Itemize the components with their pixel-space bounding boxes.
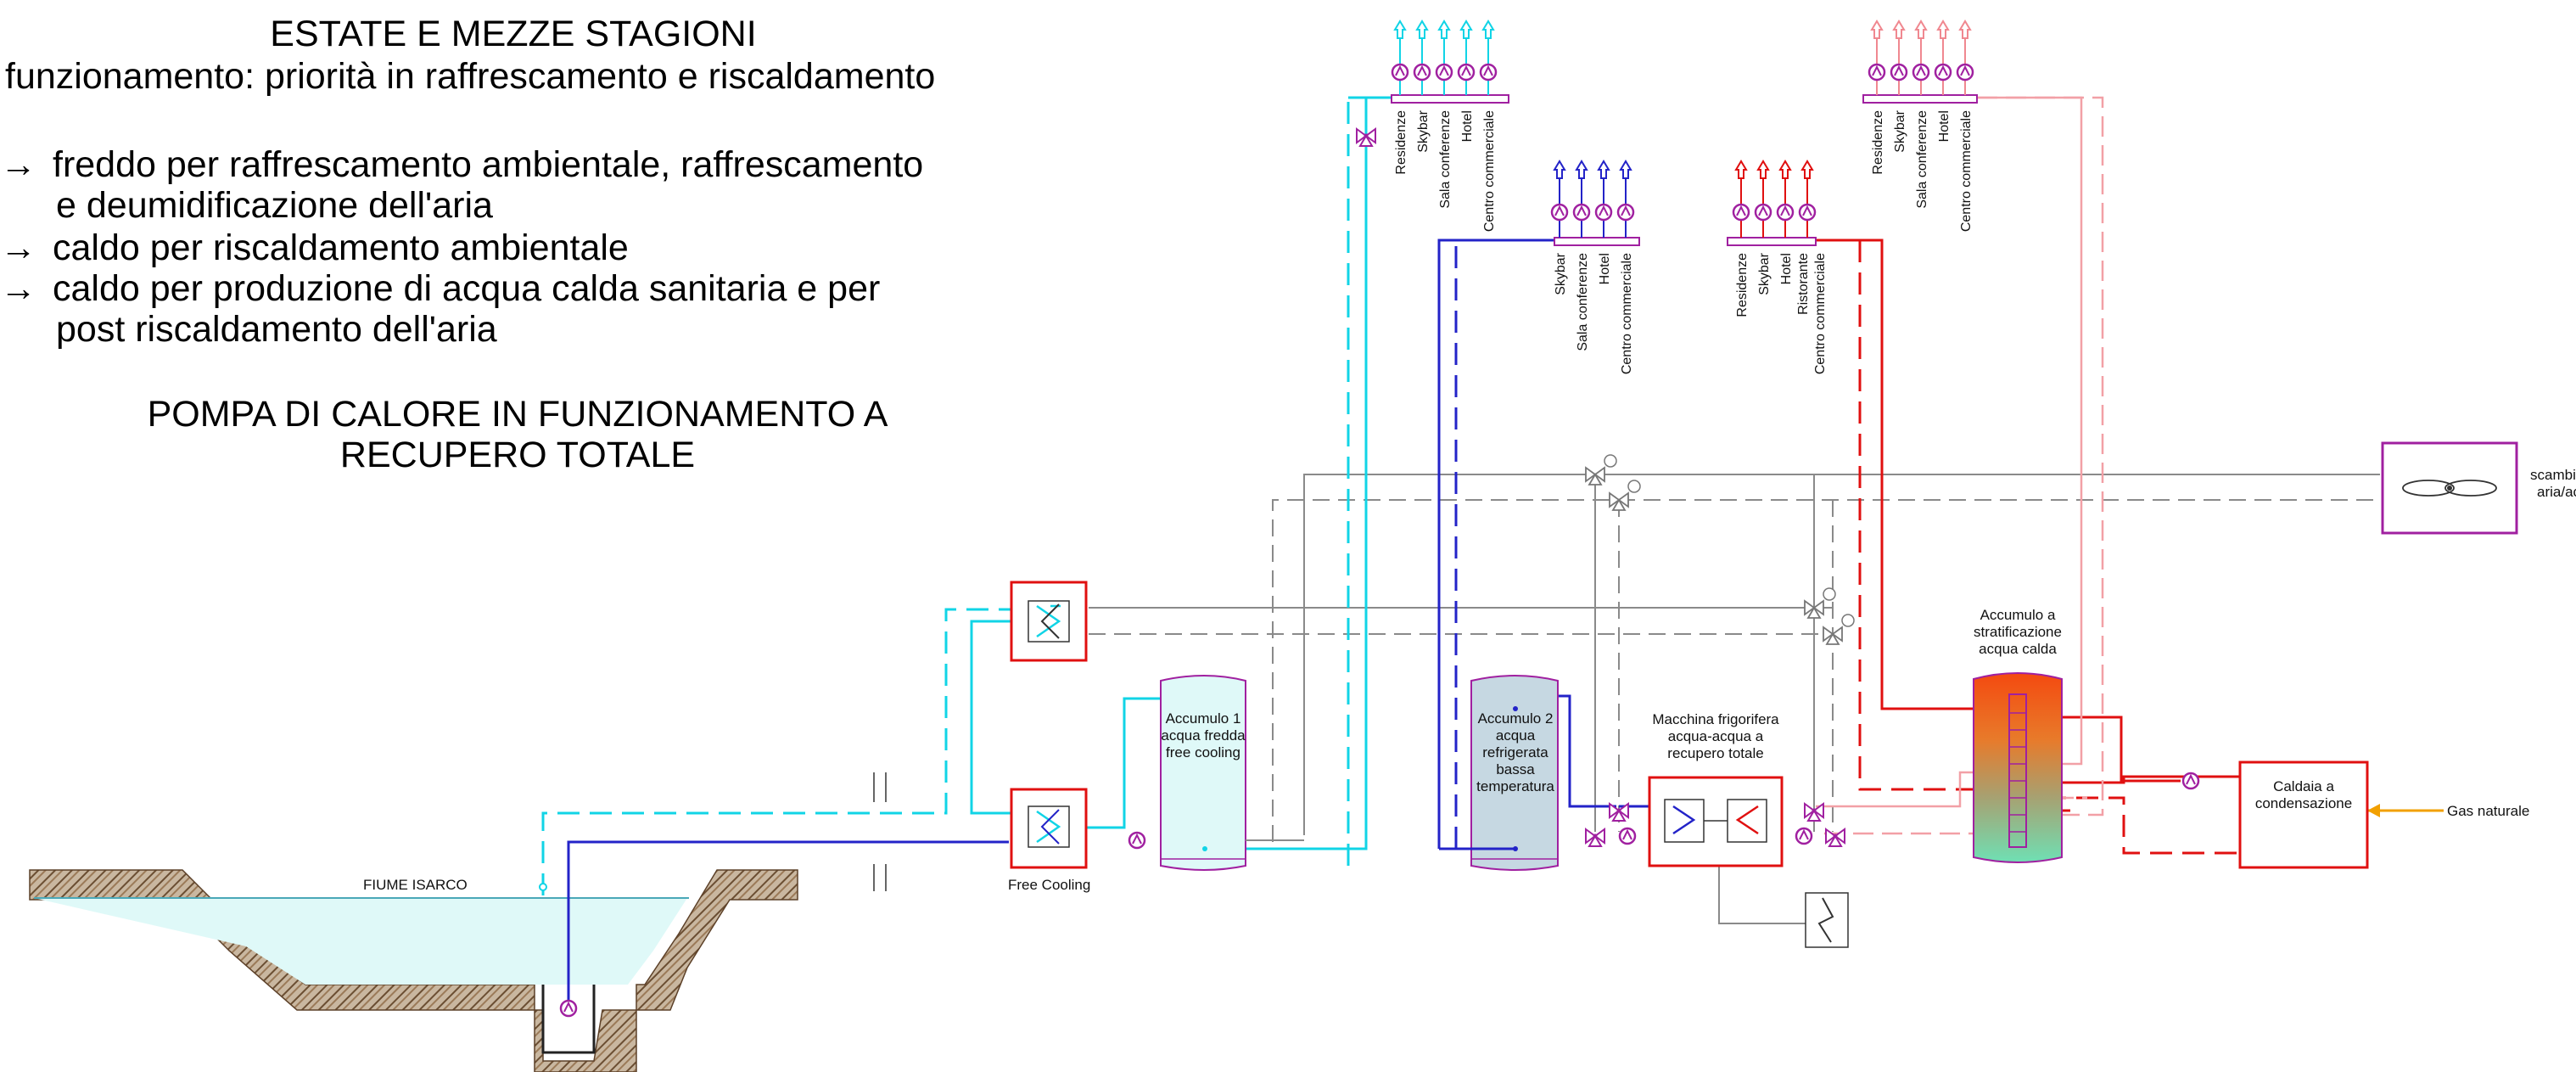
tank-2 (1470, 675, 1559, 871)
tank-2-label-2: acqua (1496, 727, 1536, 744)
tank-2-label-4: bassa (1496, 761, 1535, 777)
blue-dest-sala-conferenze: Sala conferenze (1576, 253, 1590, 351)
bullet-2-line1: caldo per riscaldamento ambientale (53, 227, 629, 268)
hot-tank-label-2: stratificazione (1974, 624, 2062, 640)
tank-1-label-2: acqua fredda (1161, 727, 1246, 744)
chiller-label-2: acqua-acqua a (1668, 728, 1764, 744)
river-intake (539, 883, 547, 891)
pink-dest-sala-conferenze: Sala conferenze (1915, 110, 1929, 209)
hot-tank-label-1: Accumulo a (1980, 607, 2056, 623)
free-cooling-label: Free Cooling (1008, 877, 1090, 893)
river-section (29, 869, 798, 1072)
grey-pipes (1089, 474, 2380, 924)
boiler-pump (2181, 772, 2200, 790)
chiller-label-3: recupero totale (1667, 745, 1763, 761)
boiler-label-1: Caldaia a (2273, 778, 2334, 794)
grey-valve-mid-1 (1804, 587, 1836, 619)
red-dest-hotel: Hotel (1779, 253, 1794, 284)
manifold-cyan (1391, 20, 1509, 104)
bullet-1-line2: e deumidificazione dell'aria (56, 185, 493, 226)
tank-2-label-1: Accumulo 2 (1478, 710, 1554, 727)
pink-dest-skybar: Skybar (1893, 109, 1907, 152)
river-well-pump (559, 999, 578, 1018)
tank-1-label-1: Accumulo 1 (1166, 710, 1241, 727)
diagram-subtitle: funzionamento: priorità in raffrescament… (5, 56, 936, 97)
grey-valve-top-2 (1609, 480, 1641, 511)
boiler-label-2: condensazione (2255, 795, 2352, 811)
air-exchanger-label-2: aria/ac (2537, 484, 2576, 500)
pipe-break-marks (873, 772, 887, 891)
red-dest-residenze: Residenze (1735, 253, 1750, 317)
red-dest-skybar: Skybar (1757, 252, 1772, 295)
manifold-pink-labels: Residenze Skybar Sala conferenze Hotel C… (1871, 109, 1974, 232)
bullet-arrow-2: → (0, 227, 36, 268)
free-cooling-exchanger-bottom (1010, 788, 1088, 869)
free-cooling-exchanger-top (1010, 581, 1088, 662)
pink-dest-residenze: Residenze (1871, 110, 1885, 175)
blue-dest-centro-commerciale: Centro commerciale (1620, 253, 1634, 374)
chiller-pump (1618, 827, 1637, 845)
gas-arrow (2367, 804, 2380, 817)
chiller-unit (1648, 776, 1784, 867)
chiller-outlet-pump (1795, 827, 1813, 845)
blue-dest-hotel: Hotel (1598, 253, 1612, 284)
blue-dest-skybar: Skybar (1554, 252, 1568, 295)
cyan-dest-sala-conferenze: Sala conferenze (1438, 110, 1453, 209)
manifold-cyan-labels: Residenze Skybar Sala conferenze Hotel C… (1394, 109, 1497, 232)
tank-2-label-3: refrigerata (1482, 744, 1548, 761)
bullet-1-line1: freddo per raffrescamento ambientale, ra… (53, 144, 924, 185)
gas-label: Gas naturale (2447, 803, 2529, 819)
diagram-title: ESTATE E MEZZE STAGIONI (270, 14, 757, 54)
river-label: FIUME ISARCO (363, 877, 468, 893)
cyan-dest-residenze: Residenze (1394, 110, 1408, 175)
cyan-dest-hotel: Hotel (1460, 110, 1475, 142)
grey-valve-top-1 (1585, 454, 1617, 485)
mode-line-2: RECUPERO TOTALE (339, 435, 696, 475)
bullet-arrow-1: → (0, 144, 36, 185)
cyan-pipes (541, 96, 1392, 895)
free-cooling-pump (1128, 831, 1146, 850)
tank-2-label-5: temperatura (1476, 778, 1554, 794)
bullet-3-line1: caldo per produzione di acqua calda sani… (53, 268, 881, 309)
manifold-blue (1550, 160, 1640, 246)
manifold-pink (1862, 20, 1978, 104)
chiller-outlet-valve-2 (1825, 828, 1845, 847)
blue-pipes (567, 239, 1663, 1006)
hot-tank-label-3: acqua calda (1979, 641, 2057, 657)
grey-valve-mid-2 (1823, 614, 1855, 645)
red-dest-centro-commerciale: Centro commerciale (1813, 253, 1828, 374)
tank-1-label-3: free cooling (1166, 744, 1240, 761)
red-dest-ristorante: Ristorante (1796, 253, 1811, 315)
manifold-blue-labels: Skybar Sala conferenze Hotel Centro comm… (1554, 252, 1634, 374)
mode-line-1: POMPA DI CALORE IN FUNZIONAMENTO A (147, 394, 888, 435)
pink-dest-centro-commerciale: Centro commerciale (1959, 110, 1974, 232)
manifold-red-labels: Residenze Skybar Hotel Ristorante Centro… (1735, 252, 1828, 374)
boiler-unit (2238, 761, 2369, 869)
air-exchanger-unit (2381, 441, 2518, 535)
expansion-valve-symbol (1805, 892, 1849, 948)
chiller-label-1: Macchina frigorifera (1652, 711, 1779, 727)
tank-1 (1160, 675, 1246, 871)
manifold-red (1727, 160, 1817, 246)
cyan-dest-skybar: Skybar (1416, 109, 1431, 152)
pink-dest-hotel: Hotel (1937, 110, 1952, 142)
hot-water-tank (1973, 672, 2063, 863)
bullet-arrow-3: → (0, 268, 36, 309)
cyan-dest-centro-commerciale: Centro commerciale (1482, 110, 1497, 232)
bullet-3-line2: post riscaldamento dell'aria (56, 309, 497, 350)
